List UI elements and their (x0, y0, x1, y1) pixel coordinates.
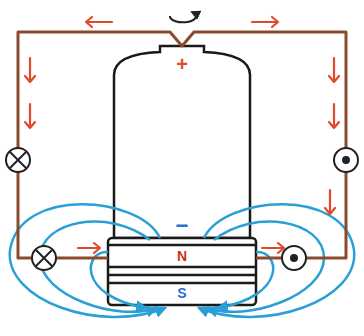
field-out-of-page (282, 148, 358, 270)
field-lines (199, 204, 354, 317)
field-into-page (6, 148, 56, 270)
magnet (108, 238, 256, 305)
wire (18, 32, 346, 258)
rotation-arrow (170, 12, 196, 22)
pole-label: N (177, 249, 187, 263)
terminal-sign: + (176, 54, 188, 74)
terminal-sign: − (176, 215, 189, 237)
battery (114, 46, 250, 238)
field-lines (10, 204, 165, 317)
current-arrows (25, 17, 339, 253)
pole-label: S (177, 286, 186, 300)
